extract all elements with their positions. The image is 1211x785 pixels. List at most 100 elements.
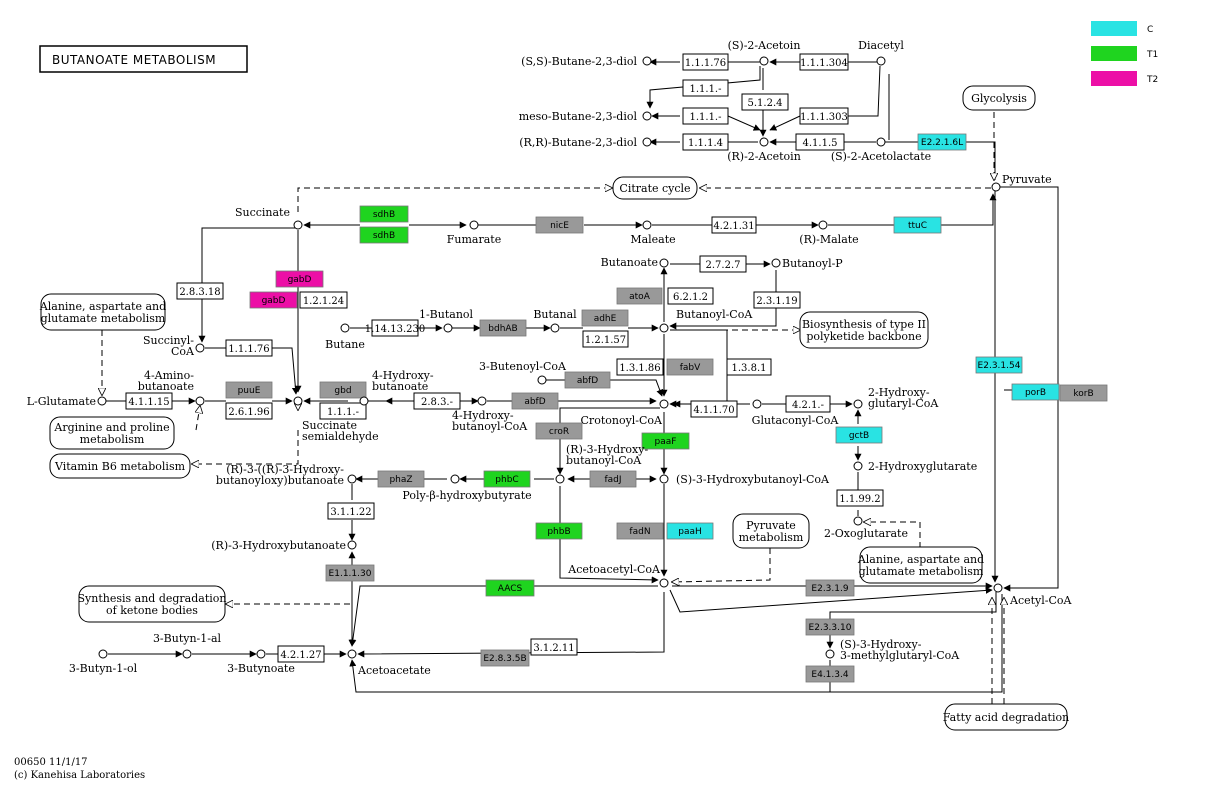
- compound-node[interactable]: [642, 137, 652, 147]
- ec-box-1-1-1-4[interactable]: [682, 133, 729, 151]
- compound-node[interactable]: [642, 56, 652, 66]
- ec-box-4-1-1-5[interactable]: [795, 133, 845, 151]
- compound-node[interactable]: [818, 220, 828, 230]
- ec-box-1-1-99-2[interactable]: [836, 489, 884, 507]
- compound-node[interactable]: [555, 474, 565, 484]
- ec-box-4-2-1[interactable]: [785, 395, 831, 413]
- compound-node[interactable]: [659, 258, 669, 268]
- ec-box-2-8-3-18[interactable]: [176, 282, 224, 300]
- compound-node[interactable]: [256, 649, 266, 659]
- gene-box-fabv[interactable]: [666, 358, 714, 376]
- compound-node[interactable]: [659, 399, 669, 409]
- gene-box-e4-1-3-4[interactable]: [805, 665, 855, 683]
- compound-node[interactable]: [853, 461, 863, 471]
- gene-box-nice[interactable]: [535, 216, 584, 234]
- ec-box-1-1-1[interactable]: [682, 79, 729, 97]
- map-link-pyruvate-metabolism[interactable]: [732, 513, 810, 549]
- compound-node[interactable]: [993, 583, 1003, 593]
- ec-box-1-2-1-24[interactable]: [299, 291, 348, 309]
- gene-box-sdhb[interactable]: [359, 205, 409, 223]
- compound-node[interactable]: [759, 56, 769, 66]
- compound-node[interactable]: [876, 137, 886, 147]
- ec-box-1-1-1[interactable]: [682, 107, 729, 125]
- gene-box-e2-3-1-54[interactable]: [975, 356, 1023, 374]
- ec-box-5-1-2-4[interactable]: [741, 93, 789, 111]
- ec-box-1-1-1-303[interactable]: [799, 107, 849, 125]
- compound-node[interactable]: [853, 399, 863, 409]
- gene-box-phaz[interactable]: [377, 470, 425, 488]
- compound-node[interactable]: [825, 649, 835, 659]
- map-link-alanine-aspartate-and-glutamate-metaboli[interactable]: [40, 293, 166, 331]
- gene-box-puue[interactable]: [225, 381, 273, 399]
- compound-node[interactable]: [97, 396, 107, 406]
- gene-box-abfd[interactable]: [511, 392, 559, 410]
- gene-box-korb[interactable]: [1059, 384, 1108, 402]
- compound-node[interactable]: [347, 649, 357, 659]
- ec-box-2-6-1-96[interactable]: [225, 402, 273, 420]
- ec-box-1-1-1[interactable]: [319, 402, 367, 420]
- map-link-vitamin-b6-metabolism[interactable]: [49, 453, 191, 479]
- ec-box-1-1-1-304[interactable]: [799, 53, 849, 71]
- gene-box-fadj[interactable]: [589, 470, 637, 488]
- gene-box-paah[interactable]: [666, 522, 714, 540]
- compound-node[interactable]: [347, 474, 357, 484]
- compound-node[interactable]: [550, 323, 560, 333]
- gene-box-gabd[interactable]: [249, 291, 298, 309]
- compound-node[interactable]: [450, 474, 460, 484]
- compound-node[interactable]: [759, 137, 769, 147]
- map-link-synthesis-and-degradation-of-ketone-bodi[interactable]: [78, 585, 226, 623]
- map-link-arginine-and-proline-metabolism[interactable]: [49, 416, 175, 450]
- map-link-citrate-cycle[interactable]: [612, 176, 698, 200]
- compound-node[interactable]: [293, 396, 303, 406]
- gene-box-e2-2-1-6l[interactable]: [917, 133, 967, 151]
- ec-box-1-2-1-57[interactable]: [582, 330, 629, 348]
- map-link-glycolysis[interactable]: [962, 85, 1036, 111]
- ec-box-1-1-1-76[interactable]: [225, 339, 273, 357]
- compound-node[interactable]: [195, 343, 205, 353]
- compound-node[interactable]: [293, 220, 303, 230]
- gene-box-phbb[interactable]: [535, 522, 583, 540]
- ec-box-2-3-1-19[interactable]: [753, 291, 801, 309]
- gene-box-sdhb[interactable]: [359, 226, 409, 244]
- gene-box-cror[interactable]: [535, 422, 583, 440]
- map-link-fatty-acid-degradation[interactable]: [944, 703, 1068, 731]
- gene-box-fadn[interactable]: [616, 522, 664, 540]
- gene-box-aacs[interactable]: [485, 579, 535, 597]
- ec-box-1-3-1-86[interactable]: [616, 358, 664, 376]
- compound-node[interactable]: [659, 578, 669, 588]
- gene-box-e2-3-3-10[interactable]: [805, 618, 855, 636]
- compound-node[interactable]: [659, 323, 669, 333]
- ec-box-2-8-3[interactable]: [413, 392, 461, 410]
- gene-box-gabd[interactable]: [275, 270, 324, 288]
- gene-box-bdhab[interactable]: [479, 319, 527, 337]
- compound-node[interactable]: [195, 396, 205, 406]
- compound-node[interactable]: [443, 323, 453, 333]
- ec-box-4-2-1-27[interactable]: [277, 645, 325, 663]
- compound-node[interactable]: [340, 323, 350, 333]
- compound-node[interactable]: [359, 396, 369, 406]
- compound-node[interactable]: [876, 56, 886, 66]
- compound-node[interactable]: [771, 258, 781, 268]
- ec-box-3-1-2-11[interactable]: [530, 638, 578, 656]
- gene-box-adhe[interactable]: [581, 309, 629, 327]
- ec-box-2-7-2-7[interactable]: [699, 255, 747, 273]
- gene-box-abfd[interactable]: [564, 371, 611, 389]
- compound-node[interactable]: [537, 375, 547, 385]
- compound-node[interactable]: [98, 649, 108, 659]
- map-link-alanine-aspartate-and-glutamate-metaboli[interactable]: [859, 546, 983, 584]
- ec-box-1-14-13-230[interactable]: [371, 319, 419, 337]
- gene-box-gctb[interactable]: [835, 426, 883, 444]
- ec-box-4-1-1-70[interactable]: [690, 400, 738, 418]
- ec-box-4-2-1-31[interactable]: [711, 216, 757, 234]
- compound-node[interactable]: [469, 220, 479, 230]
- compound-node[interactable]: [752, 399, 762, 409]
- ec-box-4-1-1-15[interactable]: [125, 392, 173, 410]
- gene-box-e1-1-1-30[interactable]: [325, 564, 375, 582]
- gene-box-phbc[interactable]: [483, 470, 531, 488]
- map-link-biosynthesis-of-type-ii-polyketide-backb[interactable]: [799, 311, 929, 349]
- ec-box-6-2-1-2[interactable]: [667, 287, 714, 305]
- gene-box-porb[interactable]: [1011, 383, 1060, 401]
- compound-node[interactable]: [642, 220, 652, 230]
- compound-node[interactable]: [347, 540, 357, 550]
- gene-box-gbd[interactable]: [319, 381, 367, 399]
